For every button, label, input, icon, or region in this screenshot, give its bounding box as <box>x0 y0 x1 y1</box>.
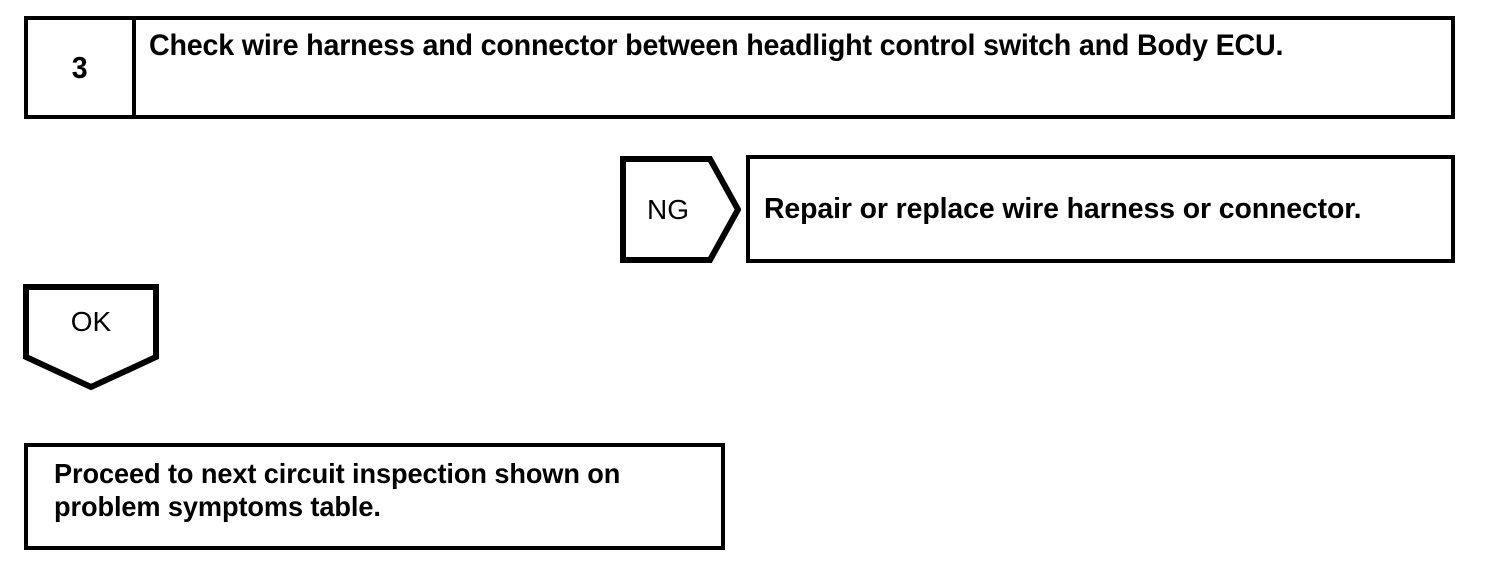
proceed-result-text: Proceed to next circuit inspection shown… <box>54 458 621 522</box>
ok-pentagon-shape <box>23 284 159 390</box>
ok-label: OK <box>70 306 112 337</box>
repair-result-box: Repair or replace wire harness or connec… <box>746 155 1455 263</box>
step-description-cell: Check wire harness and connector between… <box>136 20 1451 115</box>
proceed-result-box: Proceed to next circuit inspection shown… <box>24 443 725 550</box>
ng-branch-arrow: NG <box>620 156 741 263</box>
ng-label: NG <box>647 193 689 225</box>
step-row: 3 Check wire harness and connector betwe… <box>24 16 1455 119</box>
step-description: Check wire harness and connector between… <box>149 29 1284 62</box>
step-number: 3 <box>72 50 88 85</box>
ng-pentagon-shape <box>620 156 741 263</box>
ok-branch-arrow: OK <box>23 284 159 390</box>
repair-result-text: Repair or replace wire harness or connec… <box>764 192 1362 225</box>
step-number-cell: 3 <box>28 20 136 115</box>
